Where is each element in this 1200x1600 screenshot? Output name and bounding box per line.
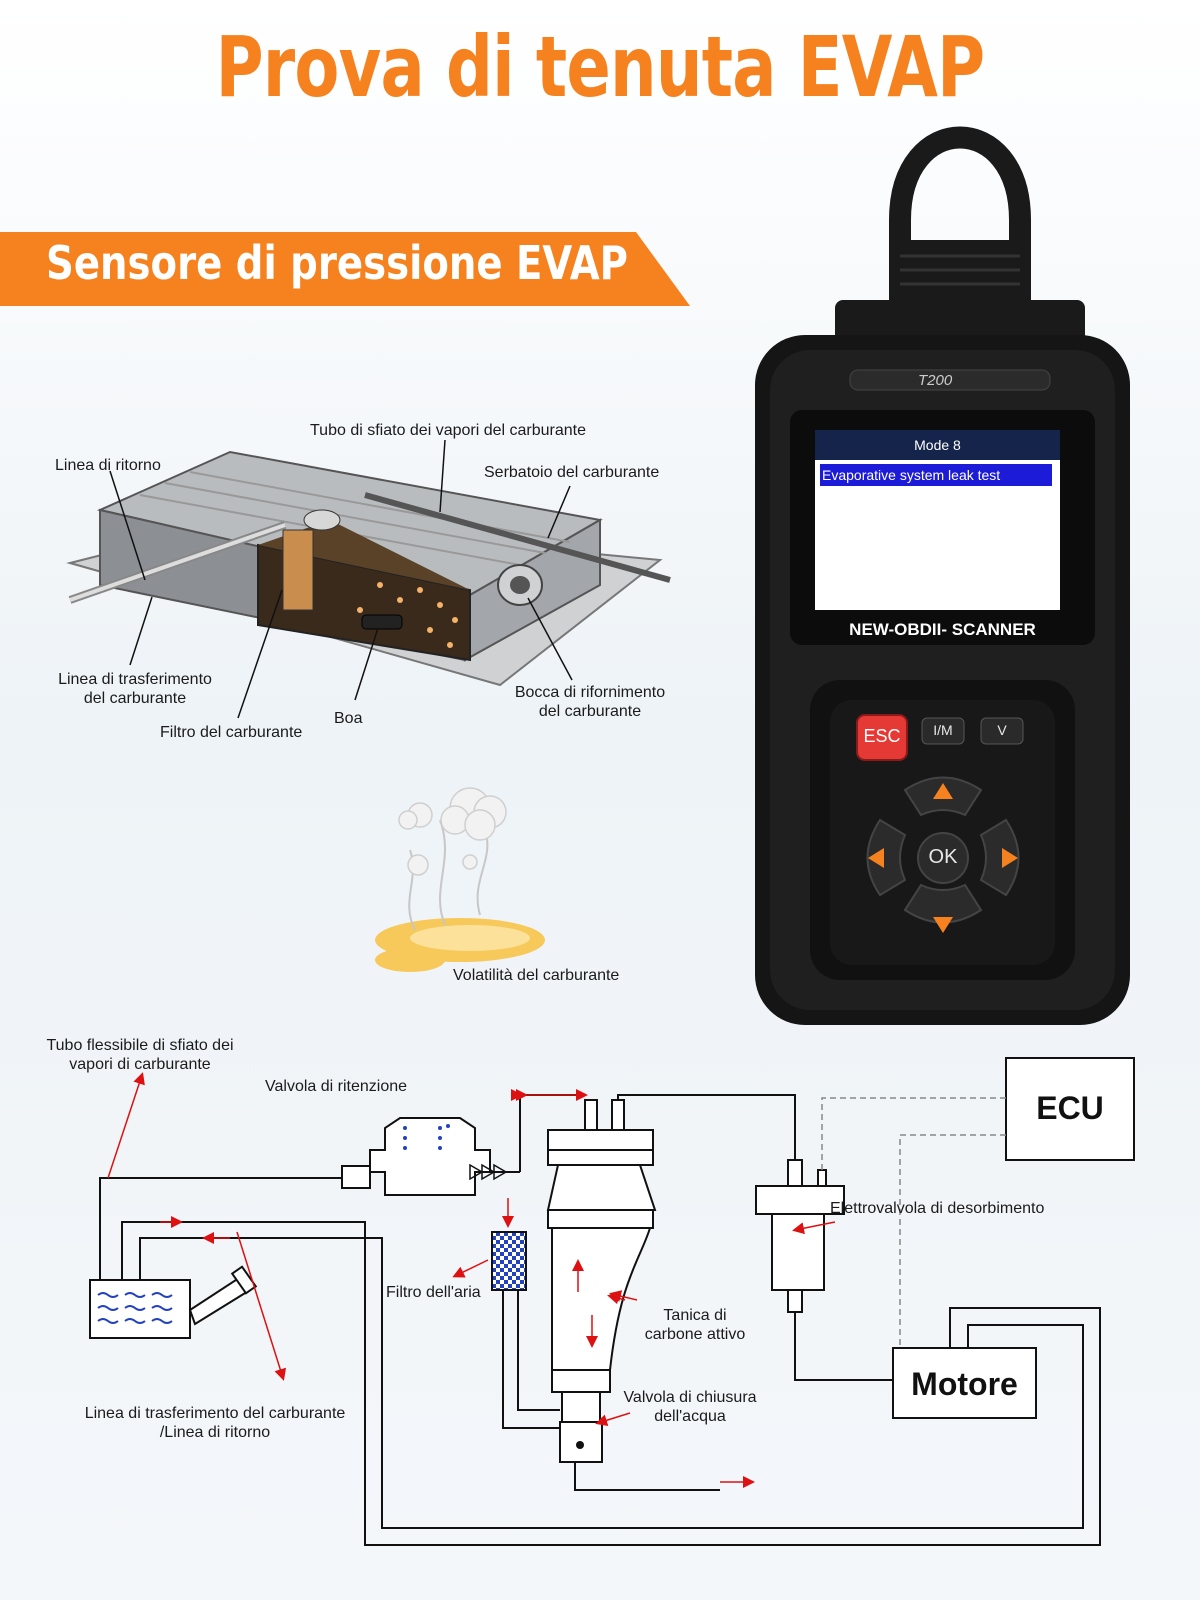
water-valve-label: Valvola di chiusura dell'acqua [623, 1389, 757, 1425]
filler-neck-label: Bocca di rifornimento del carburante [514, 684, 666, 720]
ecu-box: ECU [1036, 1090, 1104, 1126]
scanner-name: NEW-OBDII- SCANNER [849, 620, 1036, 639]
esc-button[interactable]: ESC [863, 726, 901, 746]
fuel-filter-label: Filtro del carburante [160, 724, 303, 741]
transfer-return-label: Linea di trasferimento del carburante /L… [84, 1405, 346, 1441]
purge-valve-label: Elettrovalvola di desorbimento [830, 1200, 1045, 1217]
section-banner: Sensore di pressione EVAP [0, 232, 690, 306]
tank-label: Serbatoio del carburante [484, 464, 660, 481]
page-title: Prova di tenuta EVAP [215, 18, 986, 116]
v-button[interactable]: V [997, 722, 1007, 738]
transfer-line-label: Linea di trasferimento del carburante [58, 671, 212, 707]
arrow-right-icon [1002, 848, 1018, 868]
im-button[interactable]: I/M [933, 722, 953, 738]
arrow-up-icon [933, 783, 953, 799]
vent-hose-label: Tubo flessibile di sfiato dei vapori di … [46, 1037, 234, 1073]
return-line-label: Linea di ritorno [55, 457, 161, 474]
air-filter-label: Filtro dell'aria [386, 1284, 481, 1301]
section-banner-label: Sensore di pressione EVAP [46, 236, 628, 290]
scanner-model: T200 [918, 372, 953, 389]
vapor-cloud-icon [398, 787, 507, 876]
canister-label: Tanica di carbone attivo [644, 1307, 746, 1343]
float-label: Boa [334, 710, 363, 727]
arrow-down-icon [933, 917, 953, 933]
screen-menu-item[interactable]: Evaporative system leak test [822, 467, 1001, 483]
check-valve-label: Valvola di ritenzione [265, 1078, 408, 1095]
screen-title: Mode 8 [914, 437, 961, 453]
ok-button[interactable]: OK [928, 846, 958, 868]
engine-box: Motore [911, 1366, 1018, 1402]
fuel-volatility-label: Volatilità del carburante [453, 967, 620, 984]
vent-tube-label: Tubo di sfiato dei vapori del carburante [310, 422, 587, 439]
arrow-left-icon [868, 848, 884, 868]
dpad-arrows [868, 783, 1018, 933]
